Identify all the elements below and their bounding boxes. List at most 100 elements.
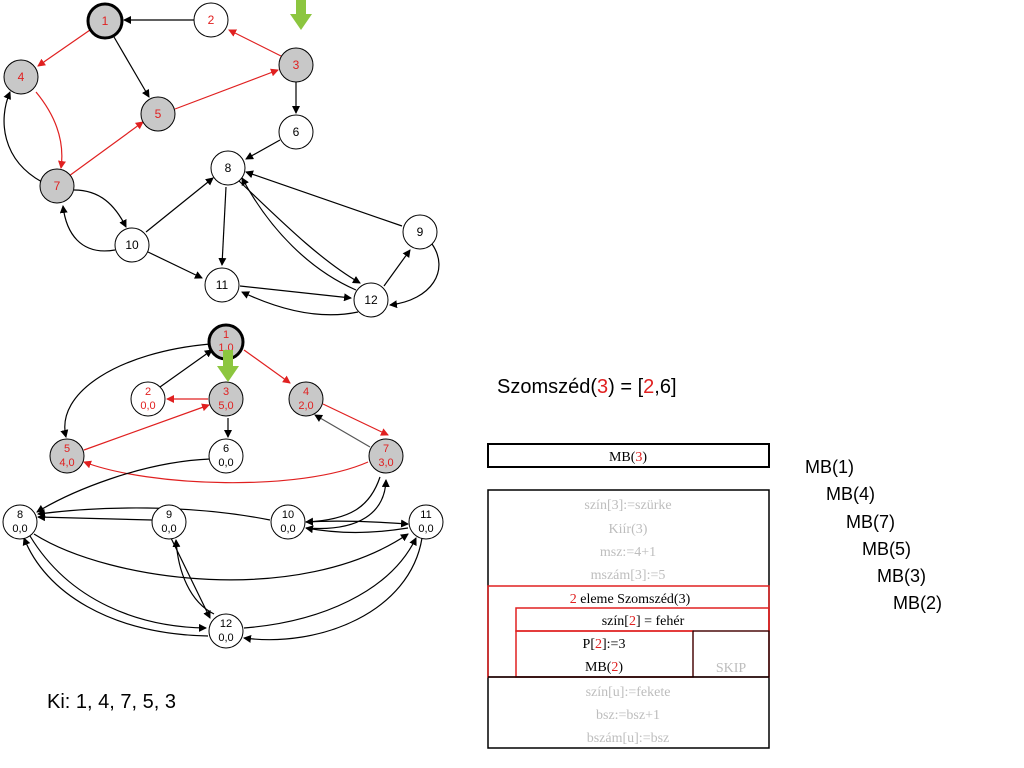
node-sub: 0,0 <box>140 400 155 412</box>
edge-9-8 <box>245 170 403 227</box>
node-sub: 0,0 <box>218 457 233 469</box>
neighbors-prefix: Szomszéd( <box>497 376 598 398</box>
edge-6-8 <box>36 458 211 513</box>
node-label: 8 <box>225 161 232 175</box>
bottom-node-10: 10 0,0 <box>270 504 306 540</box>
node-label: 8 <box>17 509 23 521</box>
neighbors-line: Szomszéd(3) = [2,6] <box>497 376 677 399</box>
node-label: 4 <box>18 70 25 84</box>
node-label: 2 <box>208 13 215 27</box>
edge-9-12 <box>389 243 440 309</box>
edge-4-7 <box>35 91 66 169</box>
edge-8-11 <box>33 533 409 581</box>
edge-10-7 <box>59 205 116 252</box>
edge-8-12 <box>237 179 361 284</box>
top-node-3: 3 <box>278 47 314 83</box>
top-graph: 1 2 3 4 5 6 7 8 9 10 11 12 <box>3 0 440 318</box>
node-sub: 0,0 <box>418 523 433 535</box>
neighbors-first: 2 <box>643 376 655 398</box>
stmt-mszam: mszám[3]:=5 <box>591 568 666 583</box>
node-label: 6 <box>223 443 229 455</box>
bottom-node-6: 6 0,0 <box>208 438 244 474</box>
node-label: 1 <box>223 329 229 341</box>
stmt-print: Kiír(3) <box>609 522 648 537</box>
edge-5-3 <box>174 68 279 110</box>
then-call: MB(2) <box>585 660 623 675</box>
node-label: 1 <box>102 14 109 28</box>
bottom-node-8: 8 0,0 <box>2 504 38 540</box>
node-label: 5 <box>64 443 70 455</box>
edge-10-8 <box>145 177 214 233</box>
node-label: 3 <box>293 58 300 72</box>
node-sub: 5,0 <box>218 400 233 412</box>
output-text: Ki: 1, 4, 7, 5, 3 <box>47 691 176 713</box>
call-stack-item: MB(7) <box>846 512 895 532</box>
edge-12-11 <box>243 537 417 629</box>
call-stack-item: MB(1) <box>805 457 854 477</box>
edge-6-8 <box>245 139 281 160</box>
call-stack-item: MB(4) <box>826 484 875 504</box>
edge-4-7 <box>322 403 389 436</box>
top-node-10: 10 <box>114 227 150 263</box>
edge-11-12 <box>243 537 423 643</box>
node-label: 7 <box>54 179 61 193</box>
stmt-bsz: bsz:=bsz+1 <box>596 708 660 723</box>
top-node-1: 1 <box>86 2 124 40</box>
structogram-header: MB(3) <box>609 450 647 465</box>
edge-1-5 <box>113 36 150 98</box>
edge-1-5 <box>60 343 211 438</box>
node-label: 10 <box>282 509 294 521</box>
edge-12-8 <box>241 177 357 291</box>
top-node-6: 6 <box>278 114 314 150</box>
top-node-12: 12 <box>353 282 389 318</box>
edge-12-9 <box>383 249 411 287</box>
edge-10-11 <box>147 251 203 279</box>
else-skip: SKIP <box>716 661 747 676</box>
top-node-5: 5 <box>140 96 176 132</box>
top-node-2: 2 <box>193 2 229 38</box>
bottom-graph: 1 1,0 2 0,0 3 5,0 4 2,0 5 4,0 6 0,0 7 3,… <box>2 323 444 649</box>
edge-1-4 <box>37 29 91 67</box>
top-node-11: 11 <box>204 267 240 303</box>
node-label: 10 <box>125 238 139 252</box>
node-label: 9 <box>417 225 424 239</box>
edge-1-4 <box>243 349 291 384</box>
condition-text: szín[2] = fehér <box>602 614 685 629</box>
node-sub: 0,0 <box>218 632 233 644</box>
top-node-7: 7 <box>39 168 75 204</box>
structogram-header-box <box>487 443 770 468</box>
call-stack-item: MB(5) <box>862 539 911 559</box>
node-label: 2 <box>145 386 151 398</box>
neighbors-rest: ,6] <box>654 376 677 398</box>
node-sub: 0,0 <box>280 523 295 535</box>
edge-7-4 <box>3 91 43 183</box>
edge-7-5 <box>83 460 369 484</box>
edge-11-12 <box>239 285 352 302</box>
top-graph-edges <box>3 16 440 316</box>
edge-2-1 <box>159 349 213 388</box>
call-stack-item: MB(2) <box>893 593 942 613</box>
bottom-node-7: 7 3,0 <box>368 438 404 474</box>
node-sub: 4,0 <box>59 457 74 469</box>
edge-5-3 <box>83 403 210 451</box>
edge-10-8 <box>37 507 271 521</box>
bottom-node-4: 4 2,0 <box>288 381 324 417</box>
bottom-node-5: 5 4,0 <box>49 438 85 474</box>
bottom-graph-edges <box>22 343 423 643</box>
bottom-node-12: 12 0,0 <box>208 613 244 649</box>
top-node-4: 4 <box>3 59 39 95</box>
call-stack-item: MB(3) <box>877 566 926 586</box>
node-label: 12 <box>220 618 232 630</box>
stmt-color-black: szín[u]:=fekete <box>586 685 671 700</box>
structogram: MB(3) szín[3]:=szürke Kiír(3) msz:=4+1 m… <box>487 443 770 749</box>
edge-8-12 <box>29 535 207 632</box>
edge-12-11 <box>241 291 359 316</box>
node-label: 6 <box>293 125 300 139</box>
stmt-bszam: bszám[u]:=bsz <box>587 731 670 746</box>
node-label: 11 <box>420 509 431 521</box>
edge-8-11 <box>218 186 227 266</box>
neighbors-mid: ) = [ <box>608 376 644 398</box>
top-node-8: 8 <box>210 150 246 186</box>
node-label: 9 <box>166 509 172 521</box>
node-sub: 2,0 <box>298 400 313 412</box>
